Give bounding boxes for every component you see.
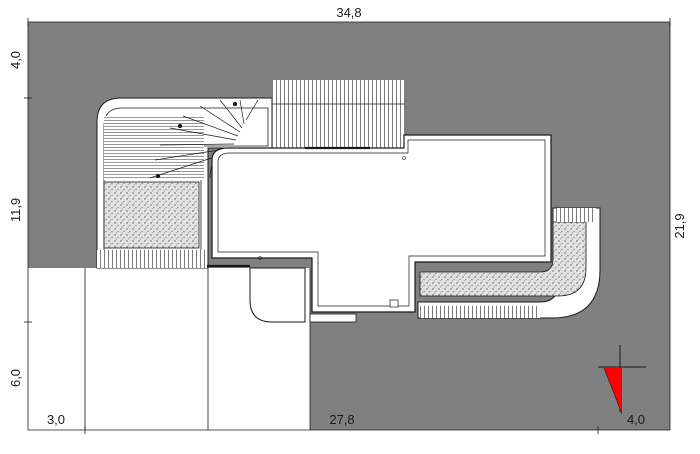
dimension-top: 34,8: [336, 5, 361, 20]
dimension-bottom-middle: 27,8: [329, 412, 354, 427]
entrance-rounded-wall: [249, 267, 357, 323]
dimension-left-bottom: 6,0: [8, 369, 23, 387]
dimension-right: 21,9: [672, 213, 687, 238]
dimension-lines: [24, 18, 671, 434]
dimension-bottom-right: 4,0: [627, 412, 645, 427]
right-terrace: [417, 207, 601, 319]
left-terrace: [96, 97, 273, 269]
building-footprint: [207, 134, 552, 313]
dimension-bottom-left: 3,0: [47, 412, 65, 427]
upper-deck: [272, 80, 404, 151]
north-arrow-icon: [598, 345, 646, 415]
dimension-left-top: 4,0: [8, 51, 23, 69]
dimension-left-middle: 11,9: [8, 198, 23, 222]
